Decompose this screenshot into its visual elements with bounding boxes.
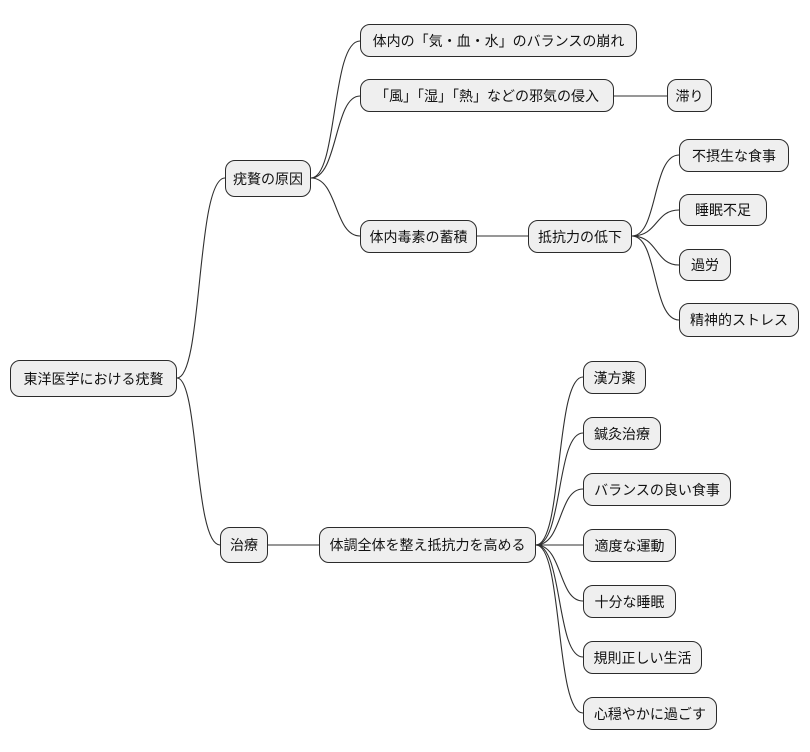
edge-root-causes (176, 177, 226, 379)
node-regular-lifestyle: 規則正しい生活 (583, 641, 702, 674)
edge-resistance-diet (631, 154, 680, 237)
edge-resistance-stress (631, 235, 680, 321)
edge-approach-enough-sleep (535, 544, 584, 602)
node-peaceful-mind-label: 心穏やかに過ごす (593, 705, 707, 722)
node-root: 東洋医学における疣贅 (10, 360, 177, 397)
node-overwork-label: 過労 (691, 257, 719, 273)
edge-approach-regular-life (535, 544, 584, 658)
node-acupuncture: 鍼灸治療 (583, 417, 661, 450)
node-lack-of-sleep: 睡眠不足 (679, 194, 767, 226)
node-mental-stress-label: 精神的ストレス (690, 312, 788, 328)
node-peaceful-mind: 心穏やかに過ごす (583, 697, 717, 730)
node-mental-stress: 精神的ストレス (679, 303, 799, 337)
node-stagnation-label: 滞り (675, 87, 704, 104)
node-stagnation: 滞り (667, 79, 712, 112)
node-moderate-exercise-label: 適度な運動 (594, 537, 665, 554)
node-treatment-label: 治療 (230, 537, 258, 553)
node-causes-label: 疣贅の原因 (233, 170, 303, 187)
edge-causes-balance (310, 40, 361, 179)
node-lowered-resistance: 抵抗力の低下 (528, 220, 632, 253)
node-treatment-approach-label: 体調全体を整え抵抗力を高める (329, 537, 526, 553)
node-moderate-exercise: 適度な運動 (583, 529, 676, 562)
node-overwork: 過労 (679, 249, 731, 281)
node-evil-invasion-label: 「風」「湿」「熱」などの邪気の侵入 (375, 87, 599, 104)
node-balance-breakdown-label: 体内の「気・血・水」のバランスの崩れ (372, 32, 625, 49)
edge-causes-evil (310, 95, 361, 179)
edge-root-treatment (176, 377, 221, 546)
node-lack-of-sleep-label: 睡眠不足 (695, 202, 751, 218)
edge-resistance-sleep (631, 209, 680, 237)
node-treatment: 治療 (220, 527, 268, 563)
node-toxin-accumulation-label: 体内毒素の蓄積 (369, 228, 468, 245)
edge-approach-balanced-diet (535, 488, 584, 546)
node-acupuncture-label: 鍼灸治療 (594, 425, 650, 442)
node-unhealthy-diet-label: 不摂生な食事 (692, 147, 776, 164)
node-balance-breakdown: 体内の「気・血・水」のバランスの崩れ (360, 24, 637, 57)
node-balanced-diet-label: バランスの良い食事 (594, 481, 720, 498)
node-kampo-medicine-label: 漢方薬 (593, 369, 636, 386)
edge-approach-calm (535, 544, 584, 714)
node-regular-lifestyle-label: 規則正しい生活 (593, 649, 692, 666)
node-evil-invasion: 「風」「湿」「熱」などの邪気の侵入 (360, 79, 614, 112)
node-lowered-resistance-label: 抵抗力の低下 (538, 228, 622, 245)
node-enough-sleep: 十分な睡眠 (583, 585, 676, 618)
node-balanced-diet: バランスの良い食事 (583, 473, 731, 506)
node-root-label: 東洋医学における疣贅 (23, 370, 164, 387)
edge-approach-kampo (535, 376, 584, 546)
edge-approach-acupuncture (535, 432, 584, 546)
node-causes: 疣贅の原因 (225, 160, 311, 197)
edge-resistance-overwork (631, 235, 680, 266)
edge-causes-toxins (310, 177, 361, 237)
node-toxin-accumulation: 体内毒素の蓄積 (360, 220, 477, 253)
node-kampo-medicine: 漢方薬 (583, 361, 646, 394)
node-treatment-approach: 体調全体を整え抵抗力を高める (319, 527, 536, 563)
node-enough-sleep-label: 十分な睡眠 (594, 593, 665, 610)
node-unhealthy-diet: 不摂生な食事 (679, 139, 789, 172)
